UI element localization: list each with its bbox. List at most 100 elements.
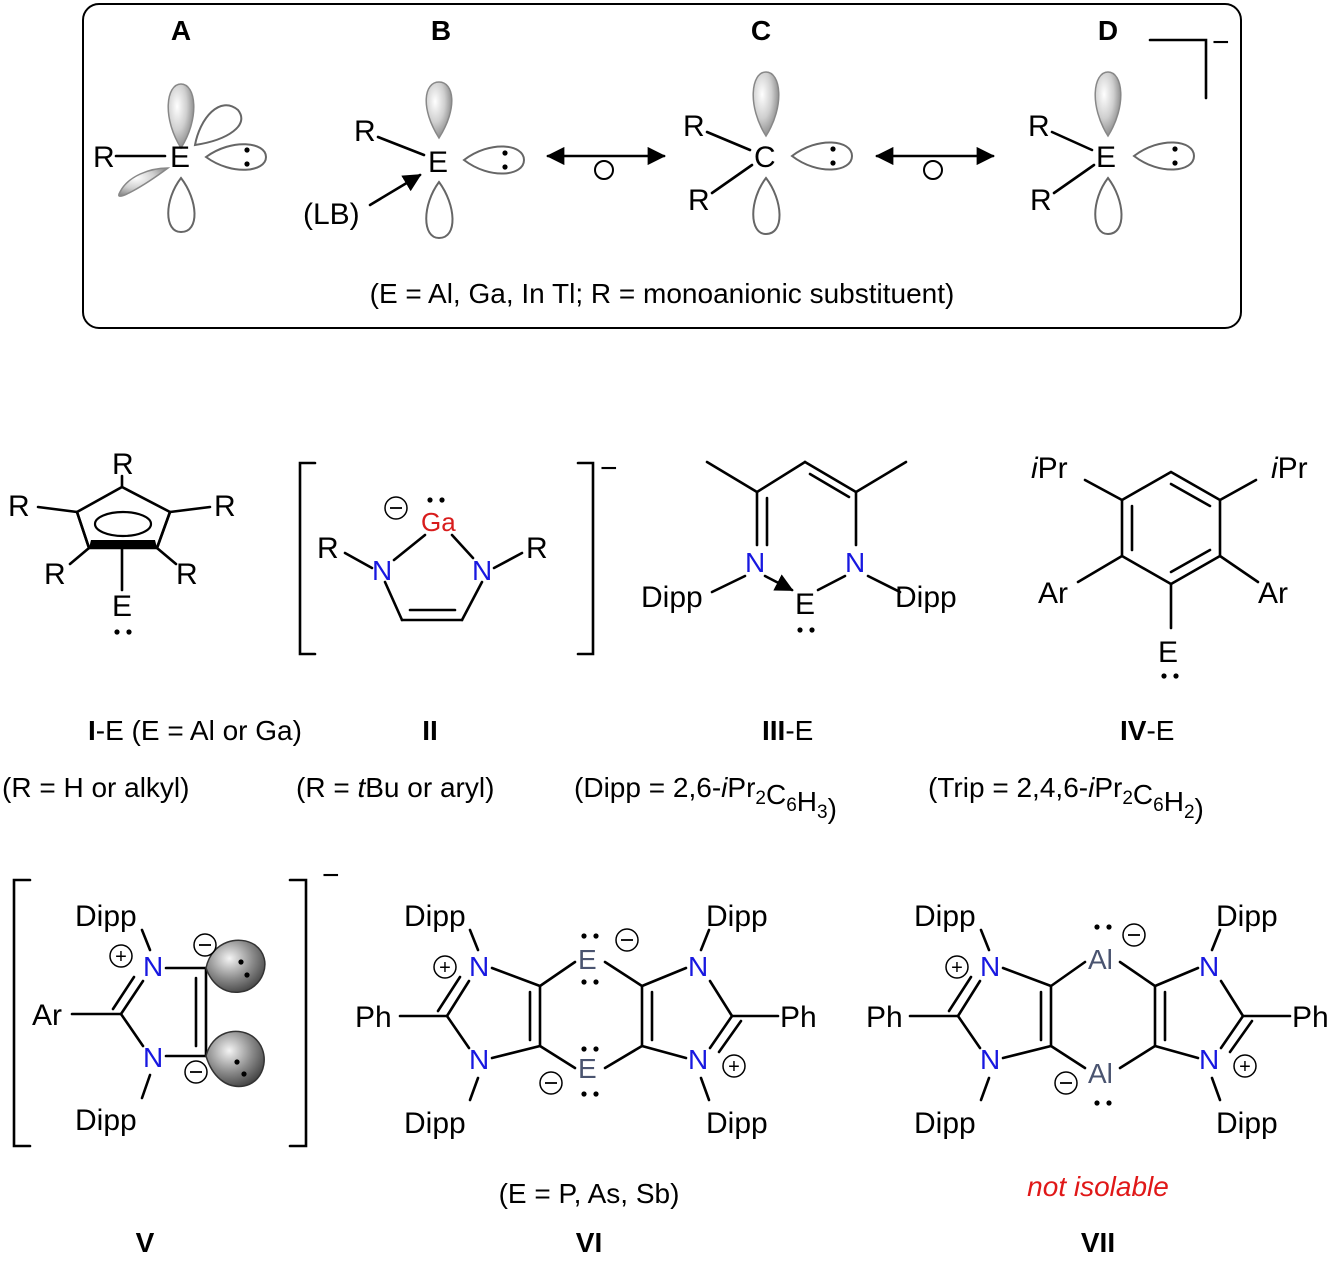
substituent-Dipp: Dipp [404,1107,466,1140]
substituent-R: R [354,115,376,148]
aromatic-inner-bond [1169,482,1212,508]
p-lobe-down-empty [752,176,781,236]
note-VII: not isolable [1027,1171,1169,1202]
bond [1218,554,1260,584]
structure-VII: Dipp N + Ph N Dipp Al Al [866,900,1329,1258]
lone-pair-dot [797,627,803,633]
substituent-Ar: Ar [1258,577,1288,610]
bond [392,533,427,562]
structure-V: − Dipp N + Ar N Dipp V [12,859,340,1258]
label-VI: VI [576,1227,602,1258]
substituent-Dipp: Dipp [914,1107,976,1140]
bond [450,533,475,560]
atom-C: C [754,141,776,174]
label-B: B [431,15,451,46]
lone-pair-dot [114,629,120,635]
bond [168,505,212,514]
bond [468,928,480,952]
lone-pair-dot [234,1059,240,1065]
bond [603,960,644,988]
bond [1049,960,1087,988]
note-I: (R = H or alkyl) [2,772,189,803]
bond [490,1044,542,1060]
bond [1219,979,1245,1018]
substituent-R: R [176,558,198,591]
note-VI: (E = P, As, Sb) [499,1178,680,1209]
double-bond [119,979,145,1016]
bond [710,574,747,594]
bond [699,1076,711,1102]
bond [1218,478,1258,502]
bond [699,928,711,952]
wedge-bond [155,510,172,550]
lone-pair-dot [244,147,250,153]
note-IV: (Trip = 2,4,6-iPr2C6H2) [928,772,1204,824]
lone-pair-dot [593,1046,599,1052]
resonance-arrow [546,146,666,180]
p-lobe-upright-empty [193,104,243,147]
note-III: (Dipp = 2,6-iPr2C6H3) [574,772,837,824]
bond [1001,1044,1053,1060]
double-bond [803,460,858,494]
label-C: C [751,15,771,46]
atom-Al: Al [1088,944,1113,975]
carbanion-lobe-bottom [205,1030,265,1088]
double-bond [717,1019,743,1054]
panel-caption: (E = Al, Ga, In Tl; R = monoanionic subs… [370,278,955,309]
cp-ring-front-wedge [89,540,157,548]
charge-plus-icon [1233,1054,1257,1078]
substituent-R: R [1028,110,1050,143]
charge-plus-icon: + [1239,1056,1251,1078]
atom-N: N [688,1044,708,1075]
charge-plus-icon: + [951,957,963,979]
aromatic-ring-circle [93,510,153,538]
bond [1118,1044,1157,1070]
double-bond [436,975,462,1013]
atom-N: N [745,547,765,578]
carbanion-lobe-top [205,939,266,993]
bond [1050,130,1094,152]
substituent-Dipp: Dipp [914,900,976,933]
atom-E: E [1096,141,1116,174]
bond [140,928,152,952]
structure-D: D − E R R [1028,15,1230,236]
bond [155,546,178,566]
bond [866,574,902,594]
double-bond [708,1014,734,1050]
bond [755,460,807,494]
bond [603,1044,644,1070]
substituent-R: R [1030,184,1052,217]
charge-plus-icon [945,955,969,979]
lone-pair-dot [1094,1100,1100,1106]
atom-N: N [372,555,392,586]
bond [956,1014,982,1050]
p-lobe-up-filled [167,83,195,150]
anion-bracket [1148,38,1208,100]
charge-minus: − [600,452,618,485]
bond [460,580,484,622]
lone-pair-dot [126,629,132,635]
panel-frame [82,3,1242,329]
substituent-R: R [683,110,705,143]
atom-E: E [428,146,448,179]
dative-bond-arrow [368,173,422,207]
charge-plus-icon: + [439,957,451,979]
label-A: A [171,15,191,46]
atom-N: N [1199,951,1219,982]
atom-N: N [143,1042,163,1073]
lone-pair-dot [1106,1100,1112,1106]
circle-icon [923,160,943,180]
label-V: V [136,1227,155,1258]
bond [705,460,759,494]
bond [854,460,908,494]
bond [1153,966,1200,988]
lone-pair-dot [439,497,445,503]
atom-Ga: Ga [421,507,456,537]
lone-pair-dot [593,979,599,985]
lone-pair-dot [502,150,508,156]
lone-pair-dot [593,1091,599,1097]
substituent-iPr: iPr [1031,452,1068,485]
sp-lobe-lonepair [462,145,526,175]
aromatic-inner-bond [1169,548,1212,574]
substituent-Dipp: Dipp [1216,900,1278,933]
